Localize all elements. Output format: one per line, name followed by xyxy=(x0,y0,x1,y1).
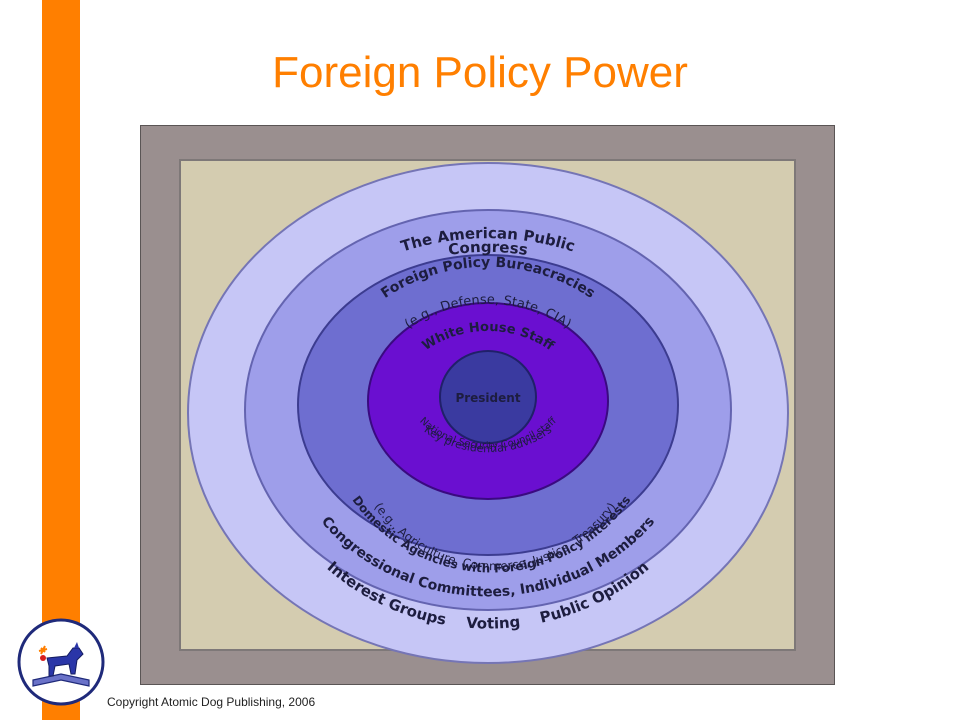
label-president: President xyxy=(455,391,520,405)
label-congress-top: Congress xyxy=(447,238,529,259)
atomic-dog-icon xyxy=(17,618,105,706)
accent-side-bar xyxy=(42,0,80,720)
slide-title: Foreign Policy Power xyxy=(272,48,688,97)
foreign-policy-power-diagram: The American Public Interest Groups Voti… xyxy=(140,125,835,685)
copyright-text: Copyright Atomic Dog Publishing, 2006 xyxy=(107,695,316,709)
publisher-logo xyxy=(17,618,105,706)
core-president xyxy=(439,350,537,444)
